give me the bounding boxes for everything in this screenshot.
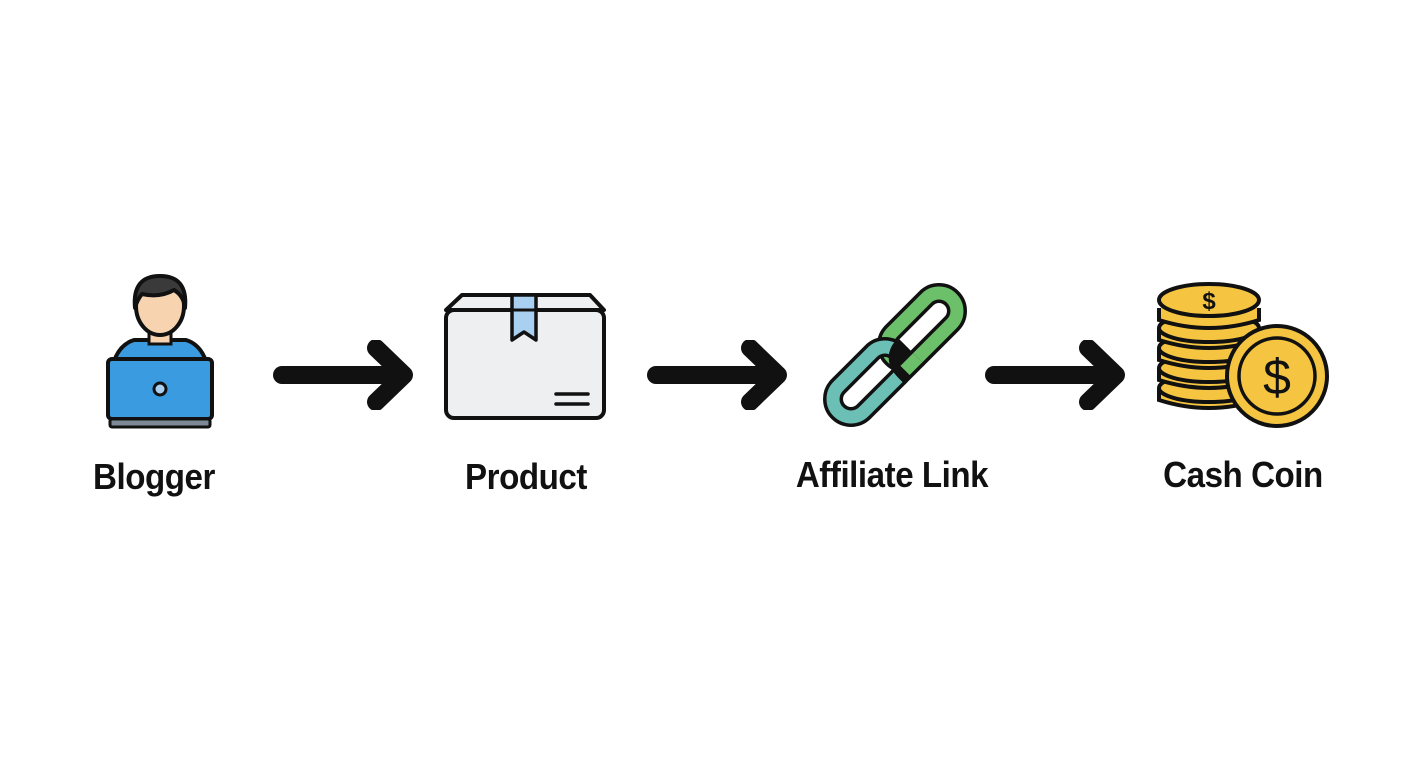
step-label-product: Product: [465, 456, 587, 497]
step-product: Product: [406, 268, 646, 518]
coin-stack-icon: $ $: [1157, 282, 1329, 428]
svg-text:$: $: [1202, 288, 1216, 315]
arrow-right-icon: [985, 340, 1125, 410]
step-label-blogger: Blogger: [93, 456, 215, 497]
step-cash-coin: $ $ Cash Coin: [1123, 268, 1363, 518]
step-affiliate-link: Affiliate Link: [772, 268, 1012, 518]
arrow-right-icon: [647, 340, 787, 410]
package-box-icon: [444, 293, 606, 420]
step-blogger: Blogger: [34, 268, 274, 518]
svg-text:$: $: [1263, 349, 1291, 405]
blogger-laptop-icon: [106, 274, 214, 429]
step-label-affiliate-link: Affiliate Link: [795, 454, 989, 495]
step-label-cash-coin: Cash Coin: [1163, 454, 1323, 495]
arrow-right-icon: [273, 340, 413, 410]
chain-link-icon: [823, 283, 967, 427]
